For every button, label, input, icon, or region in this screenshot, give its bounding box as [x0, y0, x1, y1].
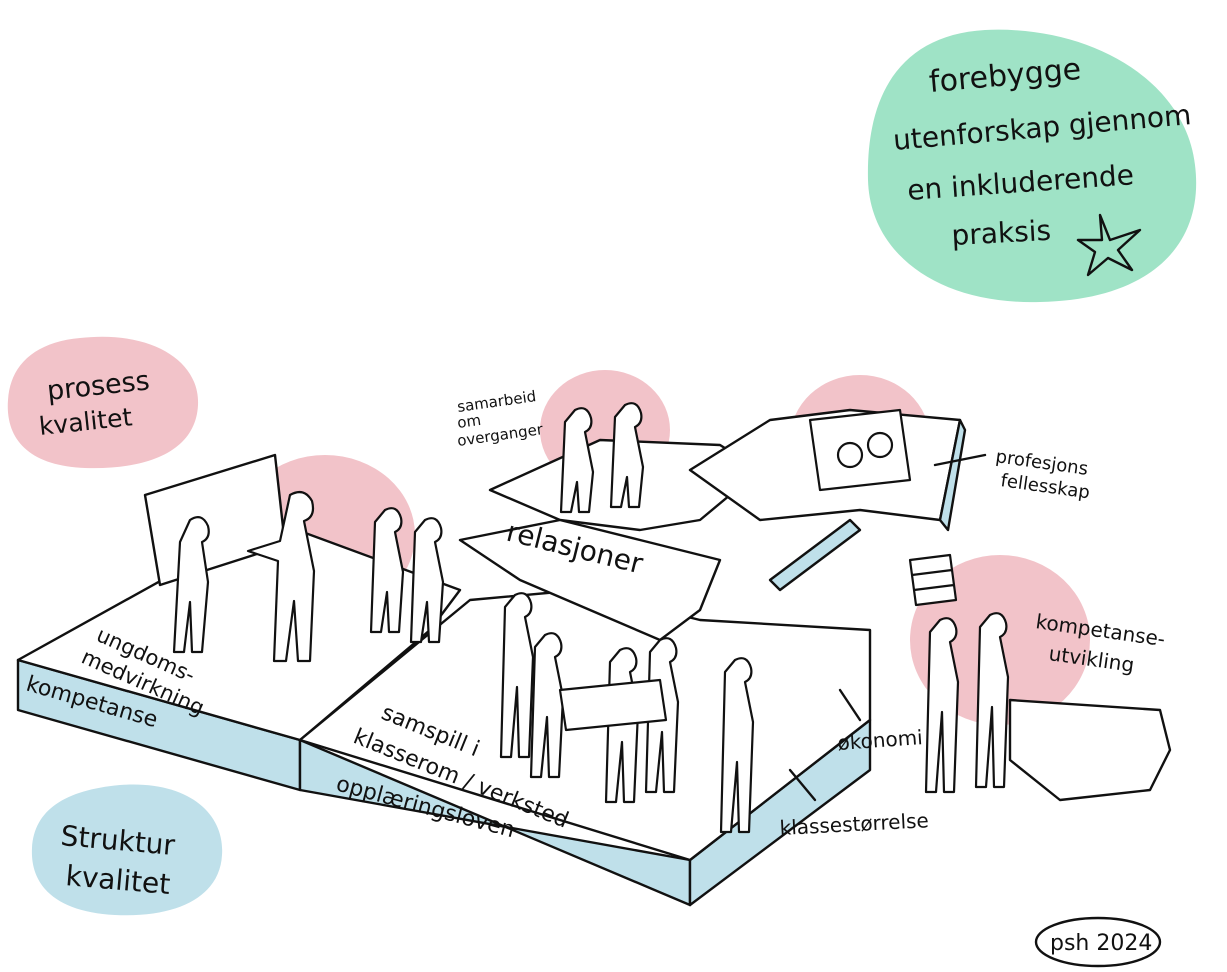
leader-line-klasse — [788, 768, 817, 802]
transition-collaboration-figures — [559, 402, 645, 514]
professional-community-figures — [808, 408, 912, 492]
competence-development-figures — [908, 553, 1010, 794]
star-icon — [1076, 213, 1142, 277]
goal-blob — [867, 29, 1197, 303]
goal-line-4: praksis — [951, 214, 1052, 252]
signature: psh 2024 — [1050, 931, 1152, 956]
process-quality-blob — [7, 336, 199, 469]
leader-line-okonomi — [838, 688, 862, 722]
youth-participation-figures — [172, 490, 445, 663]
label-okonomi: økonomi — [837, 725, 924, 755]
classroom-interaction-figures — [499, 592, 755, 834]
structure-quality-blob — [31, 784, 223, 916]
leader-line-profesjon — [933, 453, 987, 467]
label-samarbeid-2: om — [456, 411, 482, 432]
signature-oval — [1034, 916, 1162, 968]
